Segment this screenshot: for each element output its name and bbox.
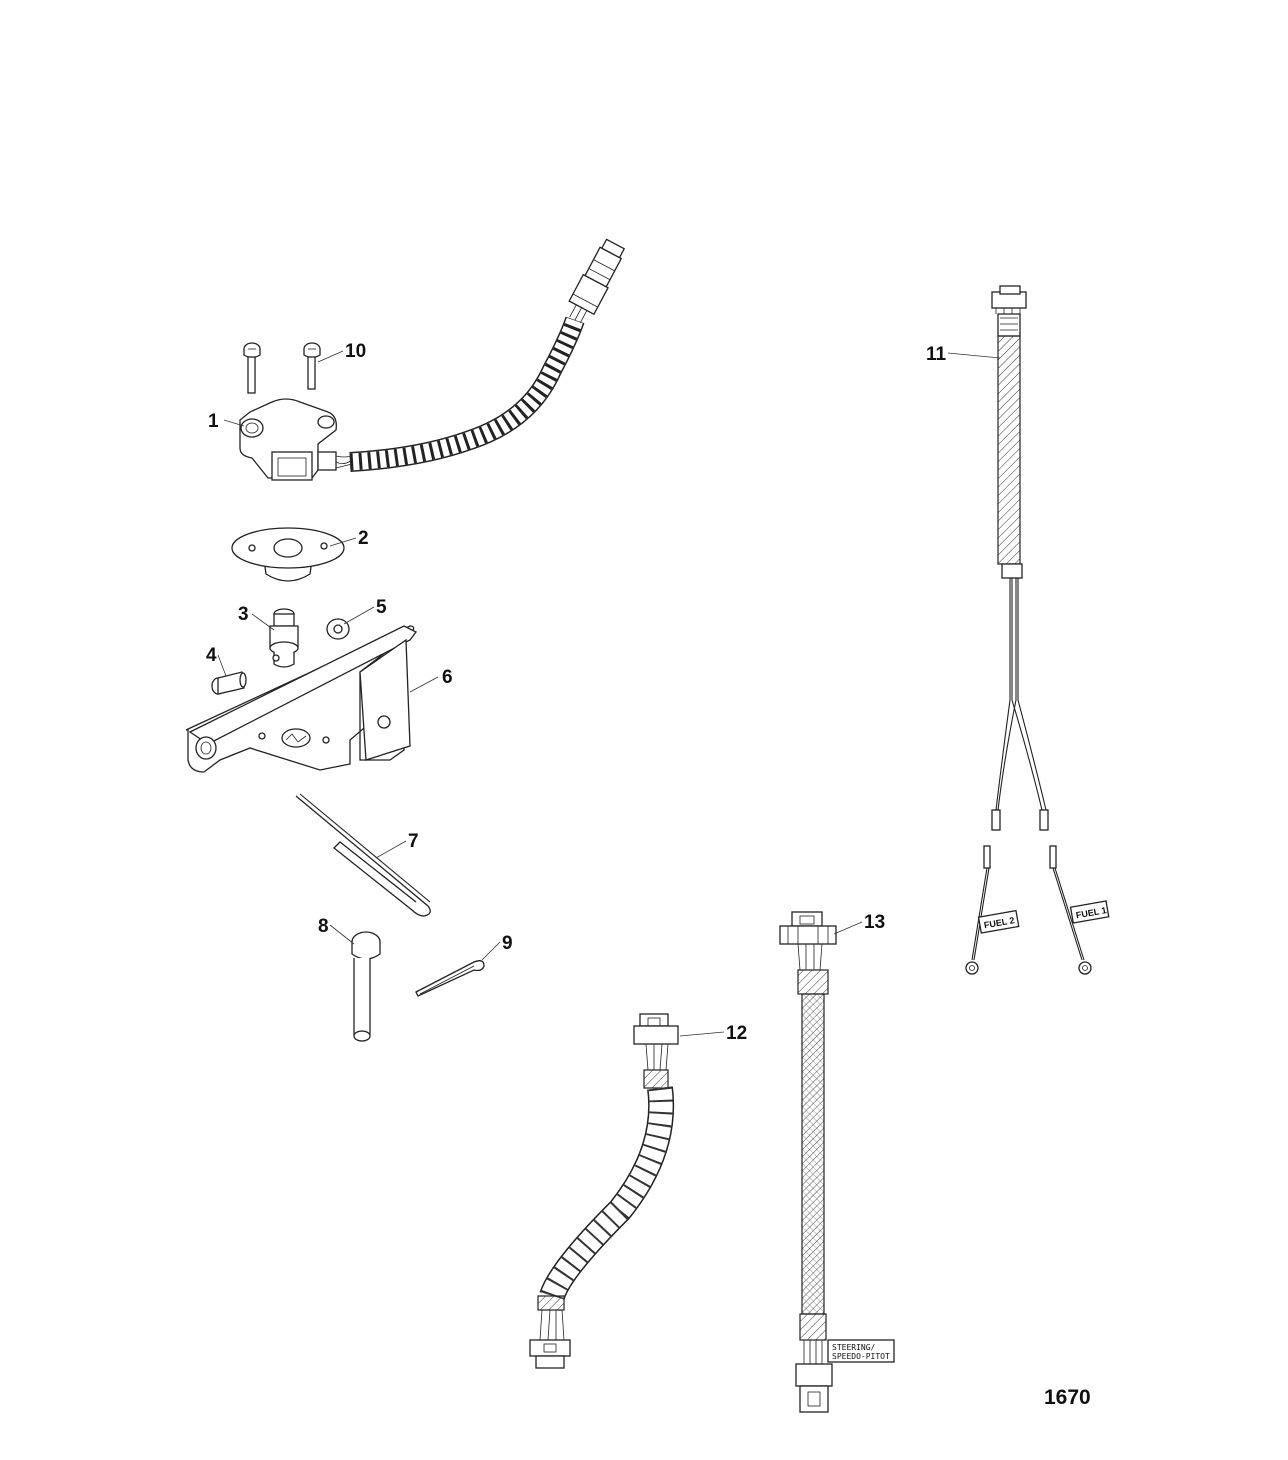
steering-tag-line1: STEERING/ (832, 1343, 876, 1352)
steering-tag-line2: SPEEDO-PITOT (832, 1352, 890, 1361)
callout-11: 11 (926, 344, 947, 365)
position-sensor (239, 398, 353, 481)
cotter-pin (415, 960, 485, 997)
leader-lines (217, 350, 1001, 1037)
callout-12: 12 (726, 1023, 747, 1044)
callout-7: 7 (408, 831, 419, 852)
callout-1: 1 (208, 411, 219, 432)
callout-6: 6 (442, 667, 453, 688)
fuel-harness: FUEL 2 FUEL 1 (965, 285, 1110, 975)
short-harness (529, 1013, 679, 1369)
mounting-flange (231, 527, 345, 582)
callouts: 1 2 3 4 5 6 7 8 9 10 11 12 13 (206, 341, 947, 1044)
figure-number: 1670 (1044, 1386, 1091, 1409)
shaft-coupler (269, 608, 299, 668)
callout-8: 8 (318, 916, 329, 937)
screw-pair (243, 342, 321, 394)
washer (326, 618, 350, 640)
spring-clip (295, 793, 431, 917)
callout-4: 4 (206, 645, 217, 666)
mounting-bracket (185, 625, 417, 773)
long-harness: STEERING/ SPEEDO-PITOT (779, 911, 895, 1413)
callout-3: 3 (238, 604, 249, 625)
callout-5: 5 (376, 597, 387, 618)
clevis-pin (211, 671, 247, 695)
callout-10: 10 (345, 341, 366, 362)
sensor-harness (349, 238, 626, 472)
callout-13: 13 (864, 912, 885, 933)
callout-9: 9 (502, 933, 513, 954)
pivot-pin (351, 931, 381, 1042)
callout-2: 2 (358, 528, 369, 549)
